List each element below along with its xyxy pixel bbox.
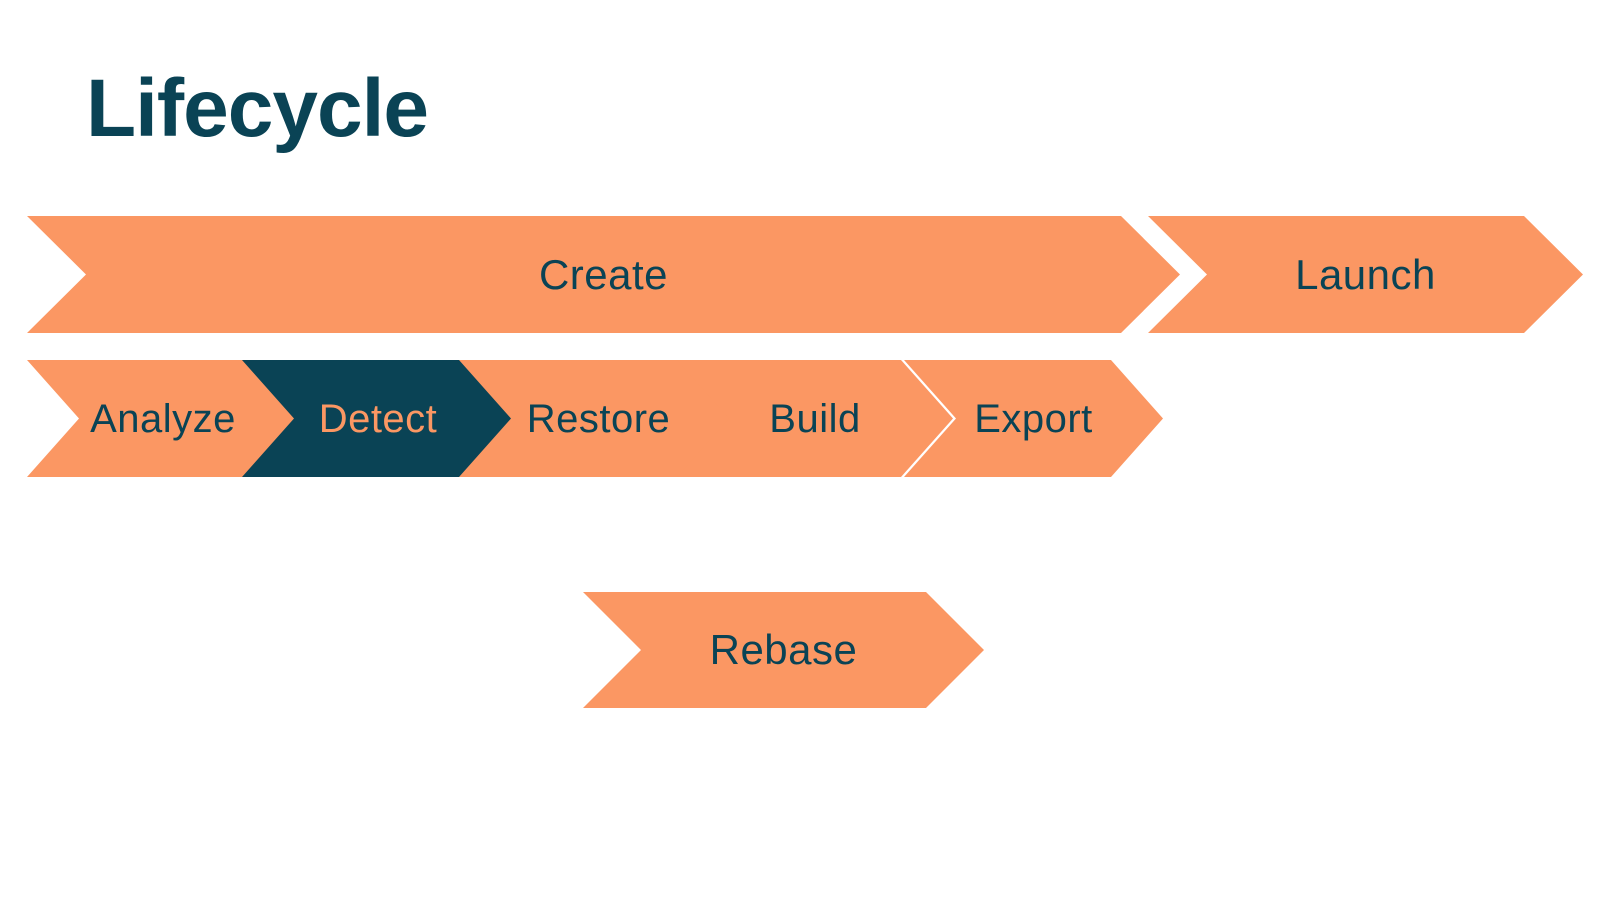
stage-create-label: Create xyxy=(538,250,669,298)
stage-build-label: Build xyxy=(769,396,861,441)
stage-create[interactable]: Create xyxy=(27,216,1180,333)
stage-launch[interactable]: Launch xyxy=(1148,216,1583,333)
stage-restore-label: Restore xyxy=(526,396,671,441)
stage-detect-label: Detect xyxy=(318,396,438,441)
stage-export-label: Export xyxy=(974,396,1093,441)
stage-rebase-label: Rebase xyxy=(709,626,858,673)
page-title: Lifecycle xyxy=(86,63,429,154)
stage-rebase[interactable]: Rebase xyxy=(583,592,984,708)
stage-launch-label: Launch xyxy=(1295,250,1436,298)
stage-analyze-label: Analyze xyxy=(90,396,236,441)
